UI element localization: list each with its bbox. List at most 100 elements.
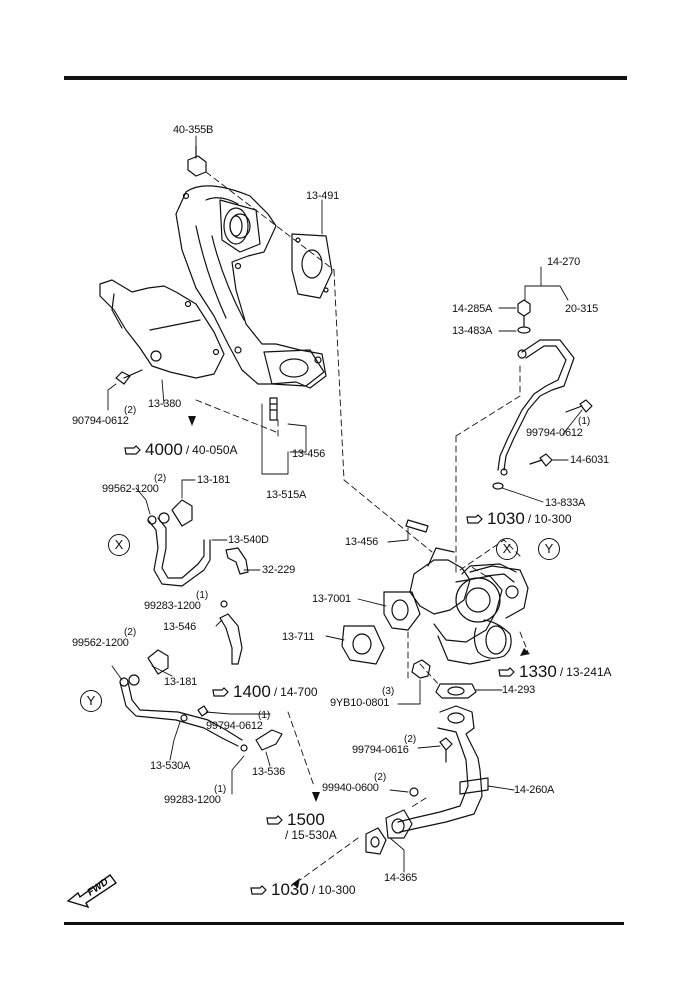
- reference-sub: 10-300: [534, 512, 572, 526]
- label-13-540D: 13-540D: [228, 534, 269, 546]
- label-13-483A: 13-483A: [452, 325, 493, 337]
- label-14-270: 14-270: [547, 256, 581, 268]
- label-14-285A: 14-285A: [452, 303, 493, 315]
- nut-40-355B: [187, 145, 207, 177]
- reference-fig: 1500: [287, 810, 325, 829]
- reference-sub: 14-700: [280, 685, 318, 699]
- nut-99940-0600: [409, 787, 419, 797]
- clamp-99283-1200-upper: [220, 600, 228, 608]
- reference-fig: 1330: [519, 662, 557, 681]
- turbo-gasket-13-711: [341, 625, 385, 665]
- label-99283-1200-lower: 99283-1200: [164, 794, 221, 806]
- label-14-293: 14-293: [502, 684, 536, 696]
- label-90794-0612: 90794-0612: [72, 415, 129, 427]
- bolt-90794-0612: [115, 369, 143, 385]
- top-rule: [64, 76, 627, 80]
- label-13-546: 13-546: [163, 621, 197, 633]
- reference-1030-lower[interactable]: 1030/10-300: [250, 880, 356, 900]
- connector-x-left: X: [108, 534, 130, 556]
- pointing-hand-icon: [266, 815, 283, 825]
- qty-99794-0612-pipe: (1): [578, 416, 591, 427]
- qty-99940-0600: (2): [374, 772, 387, 783]
- pointing-hand-icon: [124, 445, 141, 455]
- reference-1400[interactable]: 1400/14-700: [212, 682, 318, 702]
- gasket-14-293: [435, 683, 477, 699]
- clamp-99283-1200-lower: [240, 744, 248, 752]
- pointing-hand-icon: [466, 514, 483, 524]
- oil-feed-pipe: [497, 339, 575, 476]
- reference-fig: 4000: [145, 440, 183, 459]
- water-pipe-13-530A: [119, 681, 243, 747]
- bottom-rule: [64, 922, 624, 925]
- union-bolt-13-181-lower: [119, 649, 169, 687]
- label-13-7001: 13-7001: [312, 593, 351, 605]
- label-13-711: 13-711: [282, 631, 315, 643]
- label-99283-1200-upper: 99283-1200: [144, 600, 201, 612]
- label-13-536: 13-536: [252, 766, 286, 778]
- banjo-bolt-14-285A: [517, 299, 531, 327]
- label-13-491: 13-491: [306, 190, 340, 202]
- pointing-hand-icon: [498, 667, 515, 677]
- hose-32-229: [225, 547, 249, 575]
- label-99562-1200-upper: 99562-1200: [102, 483, 159, 495]
- reference-fig: 1400: [233, 682, 271, 701]
- qty-99562-1200-lower: (2): [124, 627, 137, 638]
- reference-1500-sub: /15-530A: [285, 828, 337, 842]
- label-99794-0612-hose: 99794-0612: [206, 720, 263, 732]
- connector-y-right: Y: [538, 538, 560, 560]
- manifold-gasket-13-491: [219, 199, 333, 299]
- reference-fig: 1030: [271, 880, 309, 899]
- label-13-456-upper: 13-456: [292, 448, 326, 460]
- connector-x-right: X: [496, 538, 518, 560]
- reference-4000[interactable]: 4000/40-050A: [124, 440, 238, 460]
- label-13-515A: 13-515A: [266, 489, 307, 501]
- reference-sub: 13-241A: [566, 665, 612, 679]
- label-40-355B: 40-355B: [173, 124, 214, 136]
- label-13-380: 13-380: [148, 398, 182, 410]
- qty-99283-1200-upper: (1): [196, 590, 209, 601]
- qty-90794-0612: (2): [124, 405, 137, 416]
- label-9YB10-0801: 9YB10-0801: [330, 697, 390, 709]
- bolt-99794-0612-hose: [197, 705, 209, 717]
- heat-shield: [99, 279, 225, 379]
- qty-9YB10-0801: (3): [382, 686, 395, 697]
- reference-1330[interactable]: 1330/13-241A: [498, 662, 612, 682]
- assembly-dashed-lines: [195, 171, 529, 881]
- forward-arrow-icon: FWD: [66, 874, 118, 913]
- reference-1030-upper[interactable]: 1030/10-300: [466, 509, 572, 529]
- washer-13-483A: [517, 326, 531, 334]
- label-13-530A: 13-530A: [150, 760, 191, 772]
- bolt-99794-0612-upper: [565, 399, 593, 413]
- pointing-hand-icon: [250, 885, 267, 895]
- label-14-260A: 14-260A: [514, 784, 555, 796]
- reference-sub: 15-530A: [291, 828, 337, 842]
- label-32-229: 32-229: [262, 564, 296, 576]
- reference-fig: 1030: [487, 509, 525, 528]
- hose-13-536: [255, 729, 283, 751]
- stud-13-456-lower: [405, 519, 429, 533]
- reference-sub: 40-050A: [192, 443, 238, 457]
- qty-99562-1200-upper: (2): [154, 473, 167, 484]
- qty-99794-0612-hose: (1): [258, 710, 271, 721]
- leader-lines: [107, 135, 583, 873]
- gasket-13-833A: [492, 482, 504, 490]
- label-14-6031: 14-6031: [570, 454, 609, 466]
- oil-return-pipe: [385, 705, 489, 839]
- label-13-456-lower: 13-456: [345, 536, 379, 548]
- label-99794-0616: 99794-0616: [352, 744, 409, 756]
- union-bolt-13-181-upper: [147, 499, 193, 527]
- label-13-181-upper: 13-181: [197, 474, 231, 486]
- gasket-14-365: [365, 827, 387, 855]
- label-13-181-lower: 13-181: [164, 676, 198, 688]
- qty-99283-1200-lower: (1): [214, 784, 227, 795]
- label-99940-0600: 99940-0600: [322, 782, 379, 794]
- stud-13-456-upper: [269, 397, 278, 421]
- nut-9YB10-0801: [411, 659, 431, 679]
- label-13-833A: 13-833A: [545, 497, 586, 509]
- pointing-hand-icon: [212, 687, 229, 697]
- label-99794-0612-pipe: 99794-0612: [526, 427, 583, 439]
- label-14-365: 14-365: [384, 872, 418, 884]
- connector-y-left: Y: [80, 690, 102, 712]
- reference-1500[interactable]: 1500: [266, 810, 325, 830]
